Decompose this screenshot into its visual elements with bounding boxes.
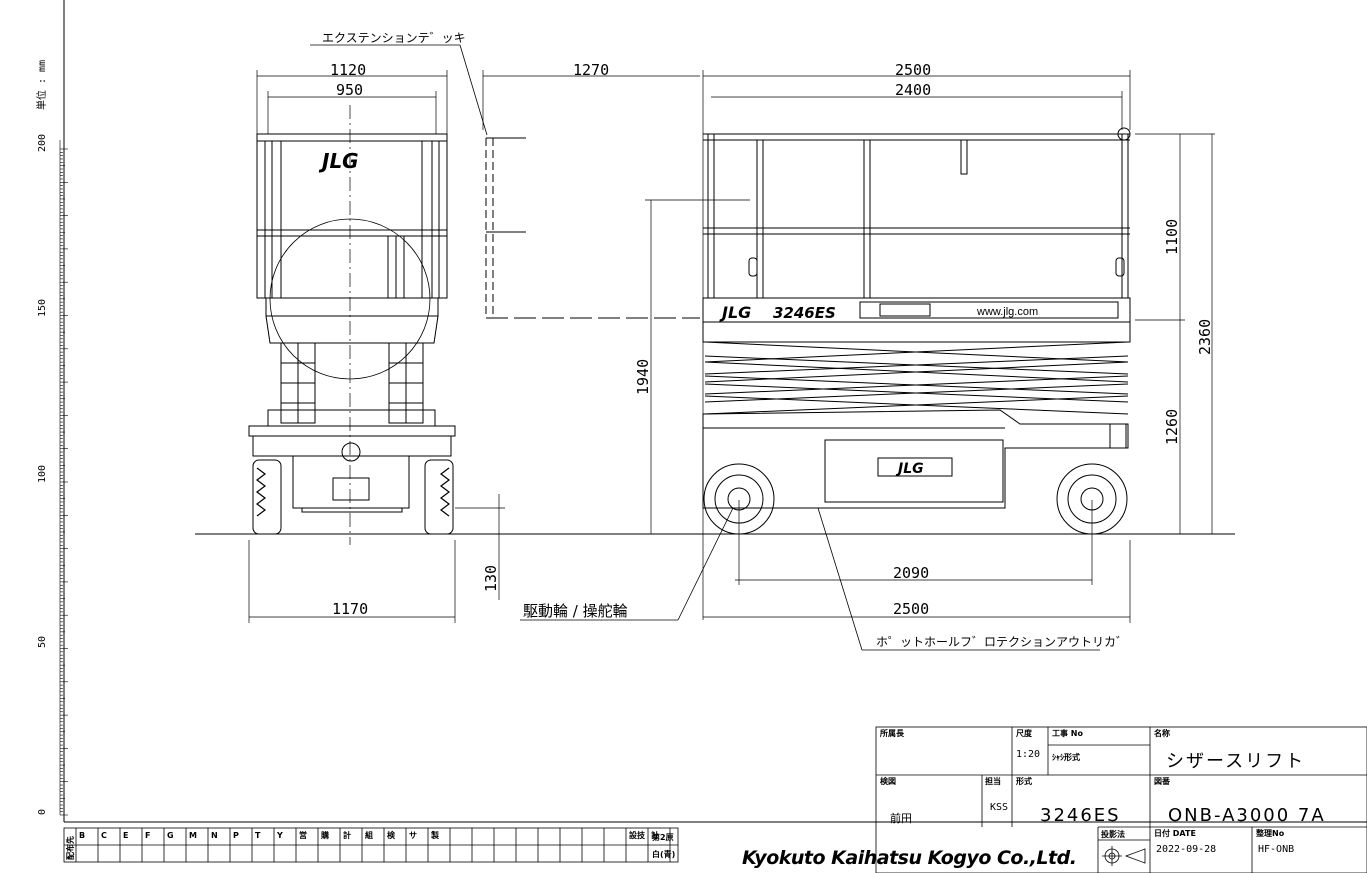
tb-name-value: シザースリフト xyxy=(1166,751,1305,772)
scale-tick-50: 50 xyxy=(37,636,48,648)
unit-label: 単位 : mm xyxy=(35,60,48,110)
distribution-col-label: Y xyxy=(276,831,283,840)
distribution-col-label: P xyxy=(233,831,239,840)
distribution-col-label: 購 xyxy=(320,830,329,840)
tb-projection-label: 投影法 xyxy=(1101,829,1125,839)
side-dimensions xyxy=(455,70,1215,623)
title-block-grid xyxy=(875,726,1367,873)
dim-front-top-width: 1120 xyxy=(330,61,366,79)
distribution-grid xyxy=(63,827,679,863)
side-model-label: 3246ES xyxy=(773,304,836,322)
dim-side-bottom-length: 2500 xyxy=(893,600,929,618)
dim-stowed-height: 1260 xyxy=(1163,409,1181,445)
tb-scale-value: 1:20 xyxy=(1016,749,1040,760)
distribution-col-label: サ xyxy=(409,831,417,840)
extension-deck-view xyxy=(482,70,700,319)
tb-date-value: 2022-09-28 xyxy=(1156,844,1216,855)
tb-name-label: 名称 xyxy=(1154,728,1170,738)
scale-ruler xyxy=(59,140,68,816)
distribution-col-label: M xyxy=(189,831,197,840)
front-dimensions xyxy=(248,70,456,623)
tb-ref-no-value: HF-ONB xyxy=(1258,844,1294,855)
side-view xyxy=(702,127,1131,585)
dim-deck-extension: 1270 xyxy=(573,61,609,79)
side-brand-logo: JLG xyxy=(719,303,751,322)
distribution-color-label: 白(青) xyxy=(652,849,675,859)
scale-tick-200: 200 xyxy=(37,134,48,152)
dim-front-inner-width: 950 xyxy=(336,81,363,99)
dim-total-height: 2360 xyxy=(1196,319,1214,355)
dim-front-bottom-width: 1170 xyxy=(332,600,368,618)
dim-guardrail-height: 1100 xyxy=(1163,219,1181,255)
distribution-col-label: B xyxy=(79,831,85,840)
tb-model-label: 形式 xyxy=(1016,776,1032,786)
tb-date-label: 日付 DATE xyxy=(1154,828,1196,838)
extension-deck-leader xyxy=(310,44,488,136)
callout-pothole: ホ゜ットホールフ゛ロテクションアウトリカ゛ xyxy=(876,635,1128,649)
distribution-col-label: 設技 xyxy=(629,830,646,840)
distribution-col-label: 計 xyxy=(651,830,659,840)
tb-charge-value: KSS xyxy=(990,802,1008,813)
tb-work-no-label: 工事 No xyxy=(1052,728,1083,738)
side-url-label: www.jlg.com xyxy=(976,306,1038,318)
dim-ground-clearance: 130 xyxy=(482,565,500,592)
distribution-col-label: E xyxy=(123,831,128,840)
distribution-col-label: F xyxy=(145,831,150,840)
distribution-col-label: 製 xyxy=(430,830,439,840)
front-view xyxy=(248,105,456,545)
tb-inspector: 前田 xyxy=(890,811,912,825)
chassis-brand-logo: JLG xyxy=(895,461,924,477)
dim-side-top-length: 2500 xyxy=(895,61,931,79)
distribution-col-label: 検 xyxy=(387,830,396,840)
distribution-col-label: N xyxy=(211,831,218,840)
distribution-col-label: T xyxy=(255,831,261,840)
tb-drawing-no-label: 図番 xyxy=(1154,776,1171,786)
company-name: Kyokuto Kaihatsu Kogyo Co.,Ltd. xyxy=(742,847,1076,869)
callout-drive-wheel: 駆動輪 / 操舵輪 xyxy=(523,602,628,620)
distribution-col-label: 計 xyxy=(343,830,351,840)
dim-side-inner-length: 2400 xyxy=(895,81,931,99)
distribution-col-label: 組 xyxy=(365,830,373,840)
distribution-col-label: G xyxy=(167,831,174,840)
distribution-label: 配布先 xyxy=(65,836,75,860)
tb-charge-label: 担当 xyxy=(985,776,1001,786)
dim-platform-height: 1940 xyxy=(634,359,652,395)
projection-symbol-icon xyxy=(1102,846,1146,866)
scale-tick-0: 0 xyxy=(37,809,48,815)
distribution-col-label: C xyxy=(101,831,107,840)
front-brand-logo: JLG xyxy=(318,149,359,173)
tb-dept-head-label: 所属長 xyxy=(879,728,905,738)
callout-extension-deck: エクステンションテ゛ッキ xyxy=(322,31,466,45)
dim-wheelbase: 2090 xyxy=(893,564,929,582)
tb-scale-label: 尺度 xyxy=(1016,728,1033,738)
tb-inspect-label: 検図 xyxy=(880,776,896,786)
tb-ref-no-label: 整理No xyxy=(1255,828,1285,838)
tb-drawing-no: ONB-A3000 7A xyxy=(1168,805,1326,826)
distribution-col-label: 営 xyxy=(299,830,307,840)
scale-tick-150: 150 xyxy=(37,299,48,317)
tb-model-value: 3246ES xyxy=(1040,805,1121,826)
distribution-sheet-label: 第2原 xyxy=(652,832,674,842)
tb-chassis-label: ｼｬｼ形式 xyxy=(1052,752,1080,762)
callout-leaders xyxy=(520,507,1100,651)
scale-tick-100: 100 xyxy=(37,465,48,483)
